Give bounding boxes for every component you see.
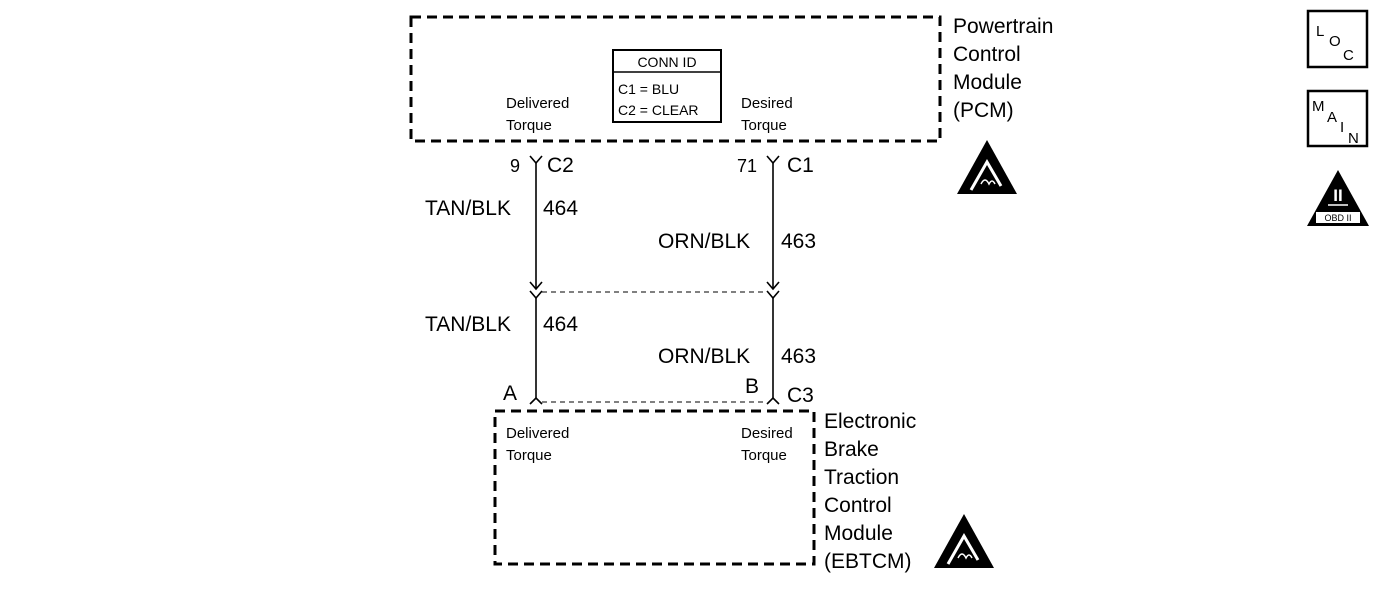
pcm-module-box [409, 15, 942, 143]
svg-text:Electronic: Electronic [824, 410, 916, 433]
svg-text:O: O [1329, 33, 1341, 50]
ebtcm-right-signal-line2: Torque [741, 447, 787, 464]
svg-text:Module: Module [824, 522, 893, 545]
svg-text:I: I [1340, 119, 1344, 136]
svg-text:OBD II: OBD II [1324, 213, 1351, 223]
conn-id-header: CONN ID [637, 54, 696, 70]
pcm-right-signal-line2: Torque [741, 117, 787, 134]
svg-text:Powertrain: Powertrain [953, 15, 1053, 38]
wire-right-color-lower: ORN/BLK [658, 345, 750, 368]
pcm-title: Powertrain Control Module (PCM) [953, 15, 1053, 122]
wire-left-color-lower: TAN/BLK [425, 313, 511, 336]
svg-text:L: L [1316, 23, 1324, 40]
ebtcm-title: Electronic Brake Traction Control Module… [824, 410, 916, 573]
ebtcm-pin-a: A [503, 382, 517, 405]
conn-id-line2: C2 = CLEAR [618, 102, 699, 118]
main-icon[interactable]: M A I N [1306, 89, 1369, 148]
ebtcm-right-signal-line1: Desired [741, 425, 793, 442]
wire-right-color-upper: ORN/BLK [658, 230, 750, 253]
conn-id-box: CONN ID C1 = BLU C2 = CLEAR [612, 49, 722, 123]
pcm-right-signal-line1: Desired [741, 95, 793, 112]
inline-connector [529, 281, 780, 300]
conn-id-line1: C1 = BLU [618, 81, 679, 97]
svg-text:II: II [1333, 186, 1342, 205]
pcm-pin-right: 71 [737, 156, 757, 176]
pcm-left-signal-line1: Delivered [506, 95, 569, 112]
svg-text:Control: Control [953, 43, 1021, 66]
terminal-c2-9 [529, 155, 543, 165]
pcm-left-signal-line2: Torque [506, 117, 552, 134]
svg-text:Control: Control [824, 494, 892, 517]
connector-c3 [529, 396, 780, 405]
ebtcm-left-signal-line1: Delivered [506, 425, 569, 442]
svg-text:M: M [1312, 98, 1325, 115]
svg-text:N: N [1348, 130, 1359, 147]
terminal-c1-71 [766, 155, 780, 165]
svg-text:Traction: Traction [824, 466, 899, 489]
obd-ii-icon[interactable]: II OBD II [1307, 170, 1369, 226]
wire-left-color-upper: TAN/BLK [425, 197, 511, 220]
wire-left-circuit-lower: 464 [543, 313, 578, 336]
svg-text:Brake: Brake [824, 438, 879, 461]
svg-text:(PCM): (PCM) [953, 99, 1014, 122]
svg-text:A: A [1327, 109, 1337, 126]
svg-text:Module: Module [953, 71, 1022, 94]
wire-left-circuit-upper: 464 [543, 197, 578, 220]
pcm-conn-right: C1 [787, 154, 814, 177]
svg-text:(EBTCM): (EBTCM) [824, 550, 912, 573]
pcm-pin-left: 9 [510, 156, 520, 176]
svg-text:C: C [1343, 47, 1354, 64]
ebtcm-pin-b: B [745, 375, 759, 398]
ebtcm-conn-c3: C3 [787, 384, 814, 407]
loc-icon[interactable]: L O C [1306, 9, 1369, 69]
esd-warning-icon [957, 140, 1017, 194]
esd-warning-icon [934, 514, 994, 568]
wire-right-circuit-lower: 463 [781, 345, 816, 368]
ebtcm-module-box [493, 409, 816, 566]
ebtcm-left-signal-line2: Torque [506, 447, 552, 464]
wire-right-circuit-upper: 463 [781, 230, 816, 253]
pcm-conn-left: C2 [547, 154, 574, 177]
